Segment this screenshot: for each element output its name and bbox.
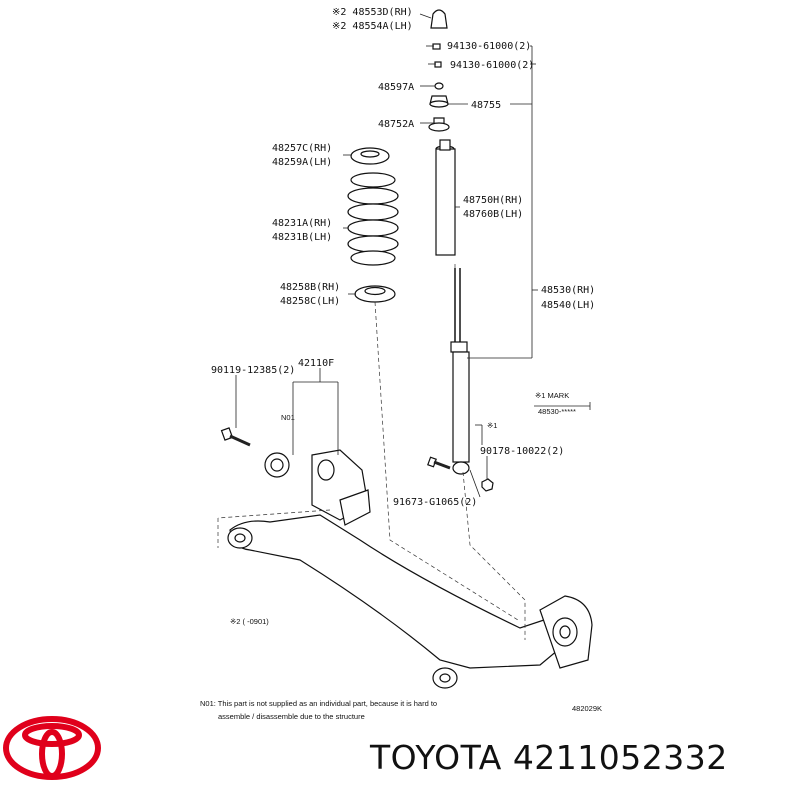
shock-absorber xyxy=(450,268,470,475)
nut-1 xyxy=(432,43,441,50)
label-bump-stop-lh: ※2 48554A(LH) xyxy=(332,21,413,32)
label-spring-lh: 48231B(LH) xyxy=(272,232,332,243)
label-absorber-rh: 48530(RH) xyxy=(541,285,595,296)
label-insulator-lower-rh: 48258B(RH) xyxy=(280,282,340,293)
label-absorber-lh: 48540(LH) xyxy=(541,300,595,311)
footnote-line-1: N01: This part is not supplied as an ind… xyxy=(200,699,437,708)
footnote-line-2: assemble / disassemble due to the struct… xyxy=(218,712,365,721)
retainer xyxy=(434,82,444,90)
label-washer-lower: 91673-G1065(2) xyxy=(393,497,477,508)
dashed-guides xyxy=(217,262,526,640)
label-shock-lh: 48760B(LH) xyxy=(463,209,523,220)
lower-bolt xyxy=(427,456,494,492)
label-bump-stop-rh: ※2 48553D(RH) xyxy=(332,7,413,18)
beam-bushing xyxy=(264,452,290,478)
label-spring-rh: 48231A(RH) xyxy=(272,218,332,229)
toyota-logo xyxy=(3,716,101,780)
label-n01: N01 xyxy=(281,413,295,422)
label-shock-rh: 48750H(RH) xyxy=(463,195,523,206)
label-support: 48755 xyxy=(471,100,501,111)
axle-beam xyxy=(227,514,593,689)
label-mark-value: 48530-***** xyxy=(538,407,576,416)
label-retainer: 48597A xyxy=(378,82,414,93)
label-mark-ref: ※1 xyxy=(487,421,497,430)
label-insulator-upper-rh: 48257C(RH) xyxy=(272,143,332,154)
coil-spring xyxy=(347,172,399,266)
label-note-date: ※2 ( -0901) xyxy=(230,617,269,626)
leader-lines xyxy=(235,13,591,498)
label-mark-title: ※1 MARK xyxy=(535,391,569,400)
label-beam: 42110F xyxy=(298,358,334,369)
label-insulator-upper-lh: 48259A(LH) xyxy=(272,157,332,168)
diagram-code: 482029K xyxy=(572,704,602,713)
label-bushing: 48752A xyxy=(378,119,414,130)
bump-stop-cap xyxy=(430,9,448,29)
label-insulator-lower-lh: 48258C(LH) xyxy=(280,296,340,307)
nut-2 xyxy=(434,61,442,68)
logo-vertical-ellipse xyxy=(39,729,65,779)
label-nut-1: 94130-61000(2) xyxy=(447,41,531,52)
beam-bolt xyxy=(220,427,251,447)
brand-part-number: TOYOTA 4211052332 xyxy=(370,738,728,777)
shock-absorber-upper xyxy=(435,139,456,256)
label-bolt-beam: 90119-12385(2) xyxy=(211,365,295,376)
logo-horizontal-ellipse xyxy=(22,723,82,747)
label-bolt-lower: 90178-10022(2) xyxy=(480,446,564,457)
beam-bracket xyxy=(311,449,371,526)
label-nut-2: 94130-61000(2) xyxy=(450,60,534,71)
